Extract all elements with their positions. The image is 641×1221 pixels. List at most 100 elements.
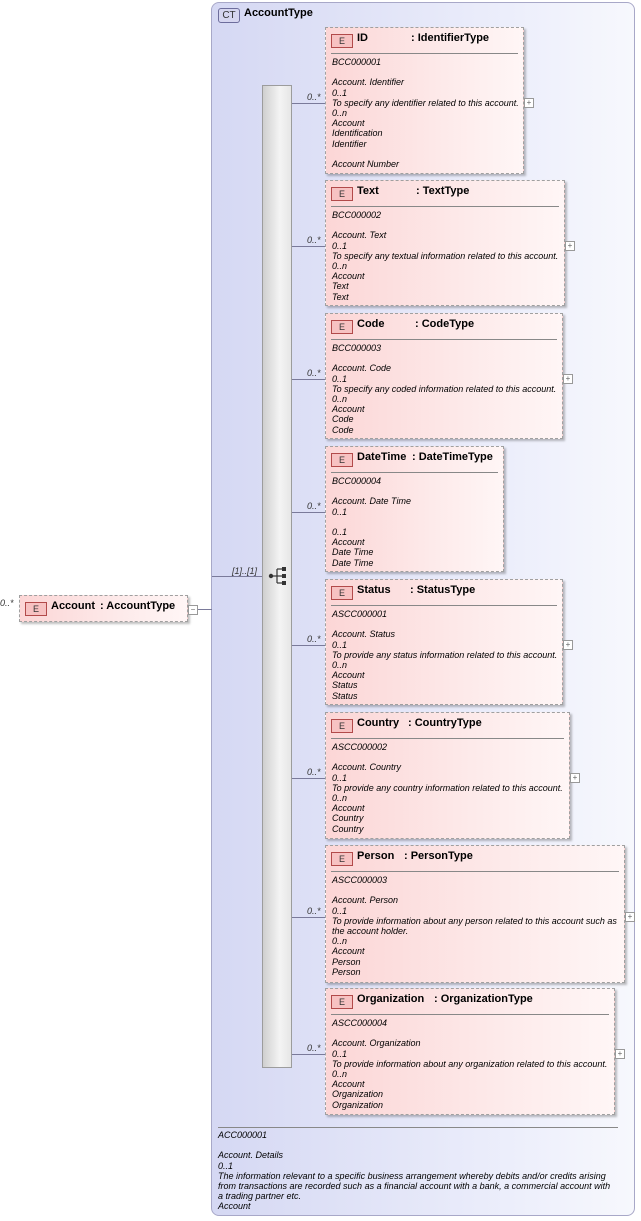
annotation-line: BCC000002 [332,210,382,220]
expand-toggle[interactable]: + [563,374,573,384]
annotation-line: The information relevant to a specific b… [218,1170,606,1181]
expand-toggle[interactable]: + [570,773,580,783]
root-cardinality: 0..* [0,598,14,608]
sequence-connector [212,576,262,577]
collapse-toggle[interactable]: − [188,605,198,615]
expand-toggle[interactable]: + [615,1049,625,1059]
element-divider [331,605,557,606]
annotation-line: Text [332,291,349,302]
annotation-line: ASCC000002 [332,742,388,752]
annotation-line: Status [332,680,358,691]
annotation-line: 0..1 [332,1048,348,1059]
element-badge: E [331,34,353,48]
element-cardinality: 0..* [307,368,321,378]
annotation-line [332,517,411,527]
element-name: Code [357,318,385,330]
annotation-line: Account. Text [332,230,387,241]
annotation-line: BCC000001 [332,57,382,67]
element-type: : CountryType [408,717,482,729]
annotation-line: Identification [332,128,383,139]
annotation-line: Country [332,813,364,824]
annotation-line: Account [332,1079,365,1090]
annotation-line: 0..1 [332,506,348,517]
annotation-line: 0..n [332,394,348,404]
annotation-line: Account [332,803,365,814]
annotation-line: To specify any identifier related to thi… [332,97,519,108]
annotation-line: Identifier [332,138,367,149]
element-badge: E [331,187,353,201]
sequence-cardinality: [1]..[1] [232,566,258,576]
connector-line [292,246,325,247]
element-badge: E [331,995,353,1009]
annotation-line: 0..1 [218,1160,234,1171]
root-element-type: : AccountType [100,600,176,612]
annotation-line: ASCC000003 [332,875,388,885]
root-element-account[interactable]: E Account : AccountType [19,595,188,622]
annotation-line: Account. Code [332,363,392,374]
annotation-line: Account. Status [332,629,396,640]
expand-toggle[interactable]: + [563,640,573,650]
annotation-line: ASCC000004 [332,1018,388,1028]
annotation-line [332,149,519,159]
annotation-line: Country [332,823,364,834]
annotation-line: Account [332,946,365,957]
complex-type-title: AccountType [244,7,313,19]
annotation-line [332,486,411,496]
element-divider [331,1014,609,1015]
annotation-line [332,752,563,762]
connector-line [292,778,325,779]
annotation-line: Organization [332,1089,384,1100]
element-badge: E [331,453,353,467]
annotation-line: 0..n [332,1069,348,1079]
annotation-line: Account [332,404,365,415]
footer-divider [218,1127,618,1128]
annotation-line: Person [332,966,361,977]
element-type: : OrganizationType [434,993,533,1005]
element-type: : PersonType [404,850,473,862]
element-cardinality: 0..* [307,92,321,102]
expand-toggle[interactable]: + [524,98,534,108]
annotation-line: To specify any textual information relat… [332,250,559,261]
element-name: Organization [357,993,425,1005]
element-divider [331,206,559,207]
element-name: Status [357,584,391,596]
element-badge: E [331,586,353,600]
annotation-line [332,619,557,629]
annotation-line: Organization [332,1099,384,1110]
annotation-line: 0..n [332,660,348,670]
element-name: ID [357,32,368,44]
element-type: : StatusType [410,584,476,596]
element-name: Text [357,185,379,197]
element-divider [331,339,557,340]
annotation-line: BCC000004 [332,476,382,486]
element-cardinality: 0..* [307,1043,321,1053]
connector-line [292,512,325,513]
annotation-line: 0..1 [332,526,348,537]
annotation-line: To provide information about any organiz… [332,1058,608,1069]
annotation-line: Account. Details [218,1150,284,1161]
annotation-line: To provide any country information relat… [332,782,563,793]
annotation-line: 0..1 [332,772,348,783]
annotation-line [332,67,519,77]
expand-toggle[interactable]: + [625,912,635,922]
connector-line [292,379,325,380]
connector-line [292,103,325,104]
annotation-line: Account [332,118,365,129]
annotation-line: Text [332,281,349,292]
element-divider [331,472,498,473]
expand-toggle[interactable]: + [565,241,575,251]
